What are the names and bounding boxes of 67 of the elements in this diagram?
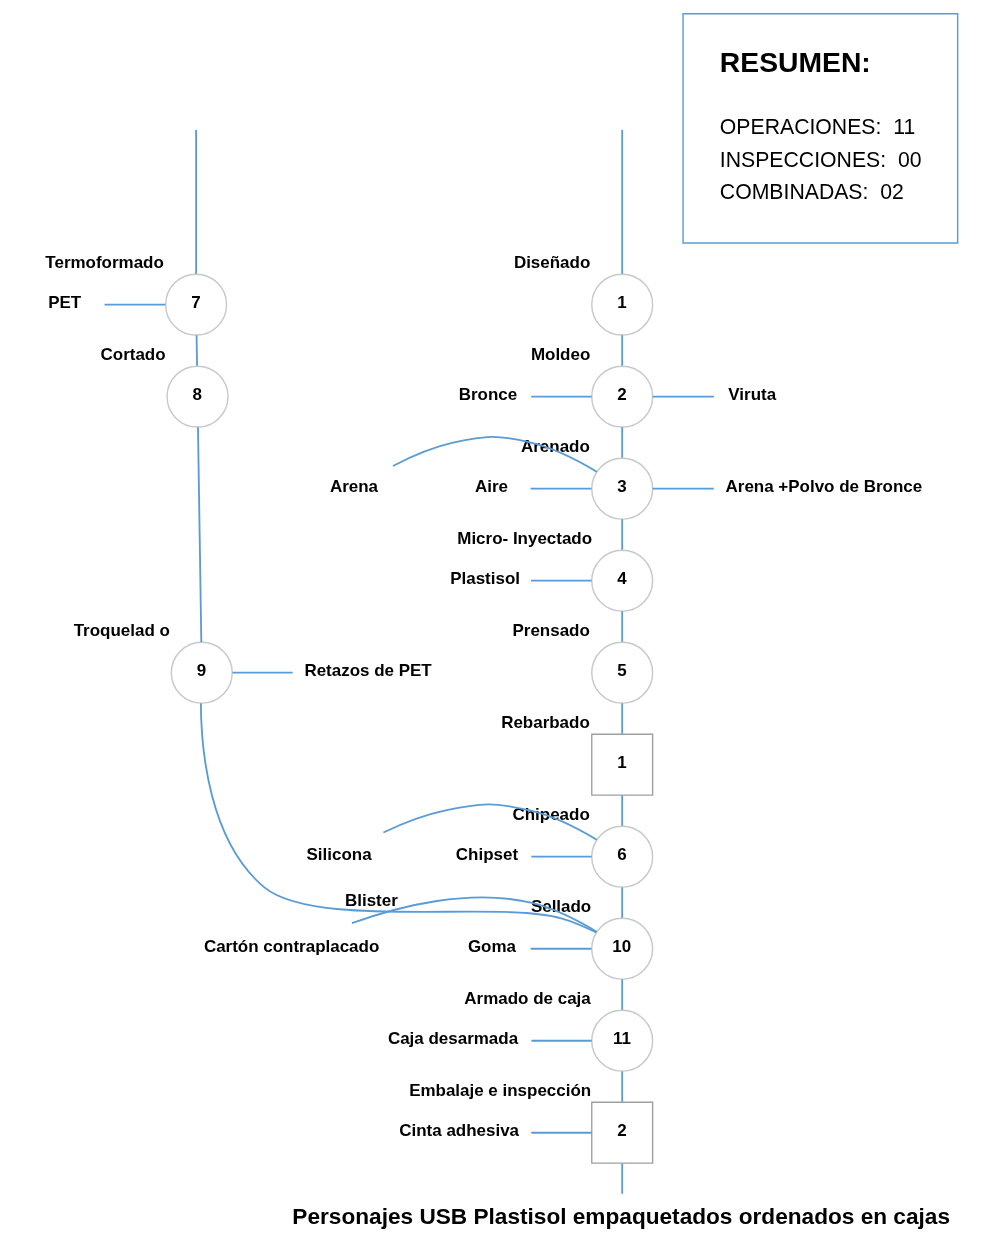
connector bbox=[620, 426, 623, 459]
connector bbox=[529, 487, 592, 490]
connector bbox=[199, 702, 597, 934]
connector bbox=[529, 855, 593, 858]
connector bbox=[196, 426, 202, 644]
node-text: Viruta bbox=[727, 384, 776, 404]
node-text: Arena bbox=[329, 476, 378, 496]
node-circle: 10 bbox=[590, 917, 653, 980]
connector bbox=[620, 978, 623, 1011]
node-circle: 3 bbox=[590, 457, 653, 520]
connector bbox=[529, 579, 592, 582]
connector bbox=[350, 896, 598, 933]
node-text: Personajes USB Plastisol empaquetados ordenados en cajas bbox=[291, 1203, 950, 1229]
node-text: Aire bbox=[474, 476, 508, 496]
node-text: Goma bbox=[467, 936, 516, 956]
node-text: Cartón contraplacado bbox=[203, 936, 379, 956]
connector bbox=[620, 886, 623, 919]
node-box: RESUMEN: OPERACIONES: 11 INSPECCIONES: 00 COMBINADAS: 02 bbox=[681, 13, 958, 244]
node-label: Embalaje e inspección bbox=[408, 1081, 591, 1101]
node-label: Micro- Inyectado bbox=[456, 529, 592, 548]
node-label: Diseñado bbox=[513, 252, 590, 272]
node-circle: 1 bbox=[590, 273, 653, 336]
connector bbox=[620, 1162, 623, 1195]
node-label: Troquelad o bbox=[73, 621, 170, 641]
node-text: Caja desarmada bbox=[387, 1028, 518, 1048]
connector bbox=[620, 702, 623, 735]
connector bbox=[194, 129, 197, 275]
connector bbox=[620, 1070, 623, 1103]
node-circle: 11 bbox=[590, 1009, 653, 1072]
connector bbox=[195, 334, 198, 367]
connector bbox=[529, 1039, 593, 1042]
connector bbox=[529, 395, 593, 398]
node-label: Armado de caja bbox=[463, 989, 591, 1009]
node-circle: 5 bbox=[590, 641, 653, 704]
node-label: Rebarbado bbox=[500, 713, 590, 733]
node-text: Silicona bbox=[306, 844, 372, 864]
connector bbox=[620, 794, 623, 827]
node-label: Prensado bbox=[511, 621, 590, 641]
node-text: Bronce bbox=[458, 384, 517, 404]
connector bbox=[651, 395, 715, 398]
node-text: Cinta adhesiva bbox=[398, 1120, 519, 1140]
edge-label: Blister bbox=[344, 890, 398, 910]
connector bbox=[620, 129, 623, 275]
node-text: Plastisol bbox=[449, 568, 520, 588]
node-box: 1 bbox=[590, 733, 653, 796]
connector bbox=[620, 610, 623, 643]
node-circle: 9 bbox=[170, 641, 233, 704]
connector bbox=[231, 671, 294, 674]
node-circle: 7 bbox=[164, 273, 227, 336]
connector bbox=[620, 334, 623, 367]
connector bbox=[103, 303, 166, 306]
node-text: Chipset bbox=[455, 844, 518, 864]
connector bbox=[651, 487, 715, 490]
node-label: Cortado bbox=[100, 344, 166, 364]
node-circle: 8 bbox=[165, 365, 229, 428]
node-label: Termoformado bbox=[44, 252, 164, 272]
node-box: 2 bbox=[590, 1101, 653, 1164]
node-circle: 4 bbox=[590, 549, 653, 612]
node-text: Arena +Polvo de Bronce bbox=[725, 476, 922, 496]
node-circle: 6 bbox=[590, 825, 653, 888]
node-label: Moldeo bbox=[530, 344, 590, 364]
connector bbox=[529, 947, 592, 950]
connector bbox=[620, 518, 623, 551]
node-circle: 2 bbox=[590, 365, 653, 428]
node-text: PET bbox=[47, 292, 81, 312]
node-text: Retazos de PET bbox=[303, 660, 432, 680]
connector bbox=[529, 1131, 593, 1134]
